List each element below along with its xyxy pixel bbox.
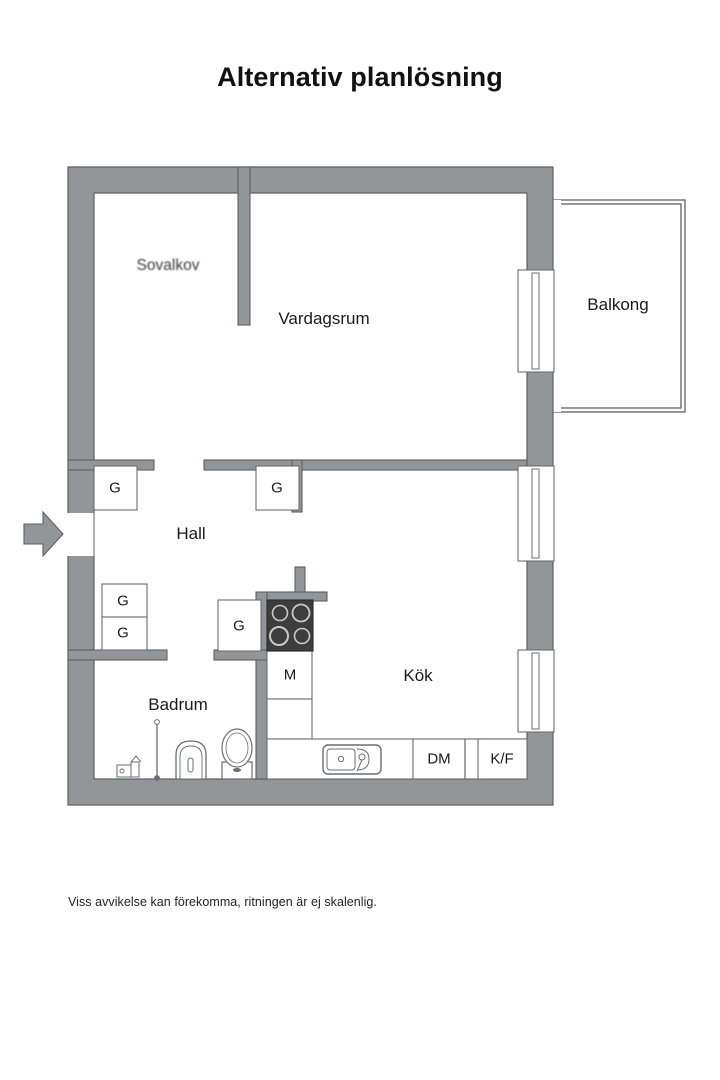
balcony-outline: [552, 199, 686, 413]
disclaimer-text: Viss avvikelse kan förekomma, ritningen …: [68, 895, 377, 909]
closet-label-hall-lower-lower: G: [117, 624, 129, 642]
entrance-door-gap: [67, 513, 95, 556]
shower-drain: [154, 719, 160, 781]
washing-machine: [116, 755, 142, 778]
closet-label-kitchen: G: [233, 617, 245, 635]
kitchen-cabinetry: [266, 650, 528, 780]
page-title: Alternativ planlösning: [217, 62, 503, 92]
window-kitchen-upper: [517, 465, 555, 562]
closet-label-hall-left: G: [109, 479, 121, 497]
entrance-arrow: [23, 510, 64, 558]
stove-cooktop: [266, 599, 314, 652]
kitchen-sink: [322, 744, 382, 775]
appliance-label-dishwasher: DM: [427, 750, 451, 768]
room-label-kitchen: Kök: [403, 666, 433, 685]
window-kitchen-lower: [517, 649, 555, 733]
room-label-hall: Hall: [176, 524, 206, 543]
appliance-label-microwave: M: [283, 666, 297, 684]
closet-label-hall-lower-upper: G: [117, 592, 129, 610]
room-label-balcony: Balkong: [587, 295, 649, 314]
room-label-bathroom: Badrum: [148, 695, 208, 714]
closet-label-hall-right: G: [271, 479, 283, 497]
window-balcony-door: [517, 269, 555, 373]
appliance-label-fridge-freezer: K/F: [490, 750, 514, 768]
room-label-living-room: Vardagsrum: [278, 309, 370, 328]
bathroom-sink: [175, 740, 207, 780]
closet-boxes: [93, 465, 300, 652]
toilet: [221, 728, 253, 780]
room-label-bedroom: Sovalkov: [136, 257, 200, 274]
